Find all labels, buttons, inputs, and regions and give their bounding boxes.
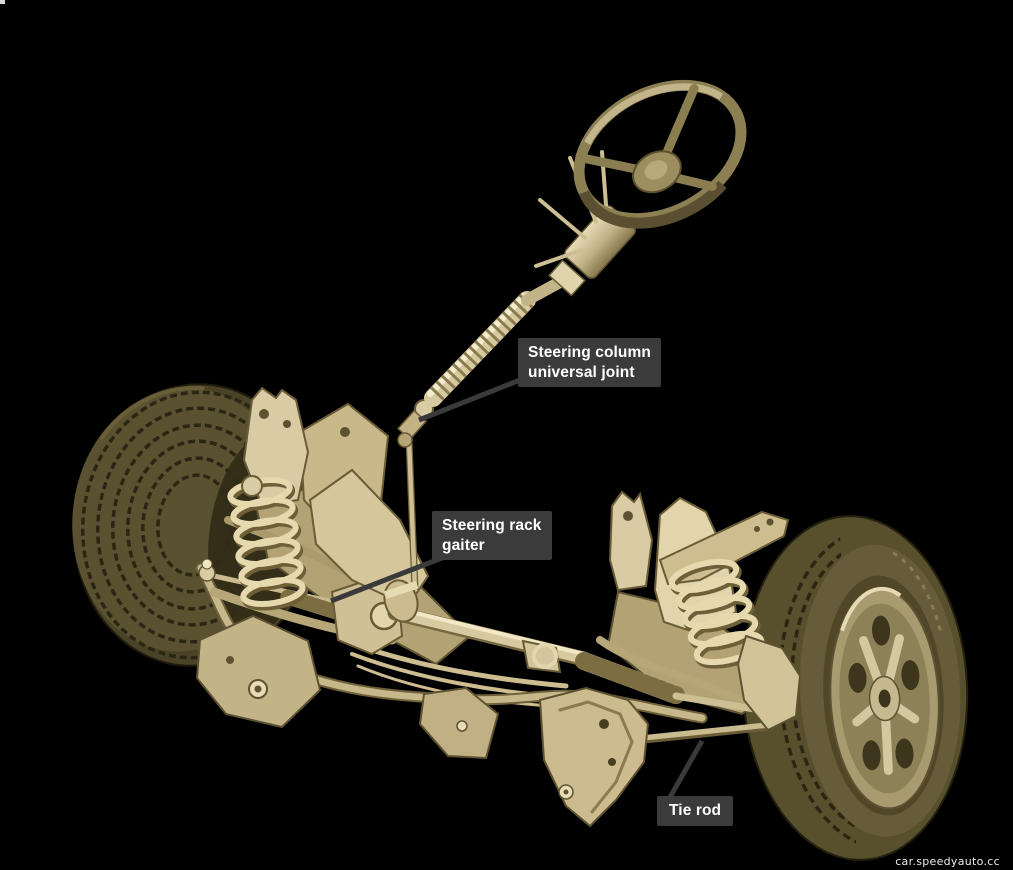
universal-joint: [396, 399, 434, 448]
steering-wheel: [573, 79, 747, 229]
left-suspension: [227, 386, 430, 611]
right-suspension: [608, 490, 802, 732]
coil-spring-left: [227, 476, 309, 611]
leader-lines: [330, 377, 705, 801]
rack-gaiter-right: [575, 652, 685, 704]
corner-artifact: [0, 0, 5, 4]
left-tie-rod: [198, 558, 355, 609]
leader-tie-rod: [666, 739, 705, 801]
coil-spring-right: [668, 558, 767, 669]
steering-column: [383, 79, 747, 623]
callout-tie-rod: Tie rod: [657, 796, 734, 826]
watermark: car.speedyauto.cc: [895, 855, 1000, 868]
right-tire: [741, 515, 969, 861]
flexible-coupling: [424, 291, 536, 407]
small-bracket: [418, 686, 500, 760]
strut-tower-right: [608, 490, 654, 592]
callout-steering-rack-gaiter: Steering rack gaiter: [432, 511, 552, 561]
leader-rack-gaiter: [330, 553, 448, 604]
leader-universal-joint: [418, 377, 521, 423]
left-bottom-bracket: [195, 614, 322, 729]
center-bracket: [538, 686, 650, 828]
callout-steering-column-universal-joint: Steering column universal joint: [518, 338, 661, 388]
steering-knuckle: [736, 634, 802, 732]
wheel-rim: [829, 586, 940, 810]
